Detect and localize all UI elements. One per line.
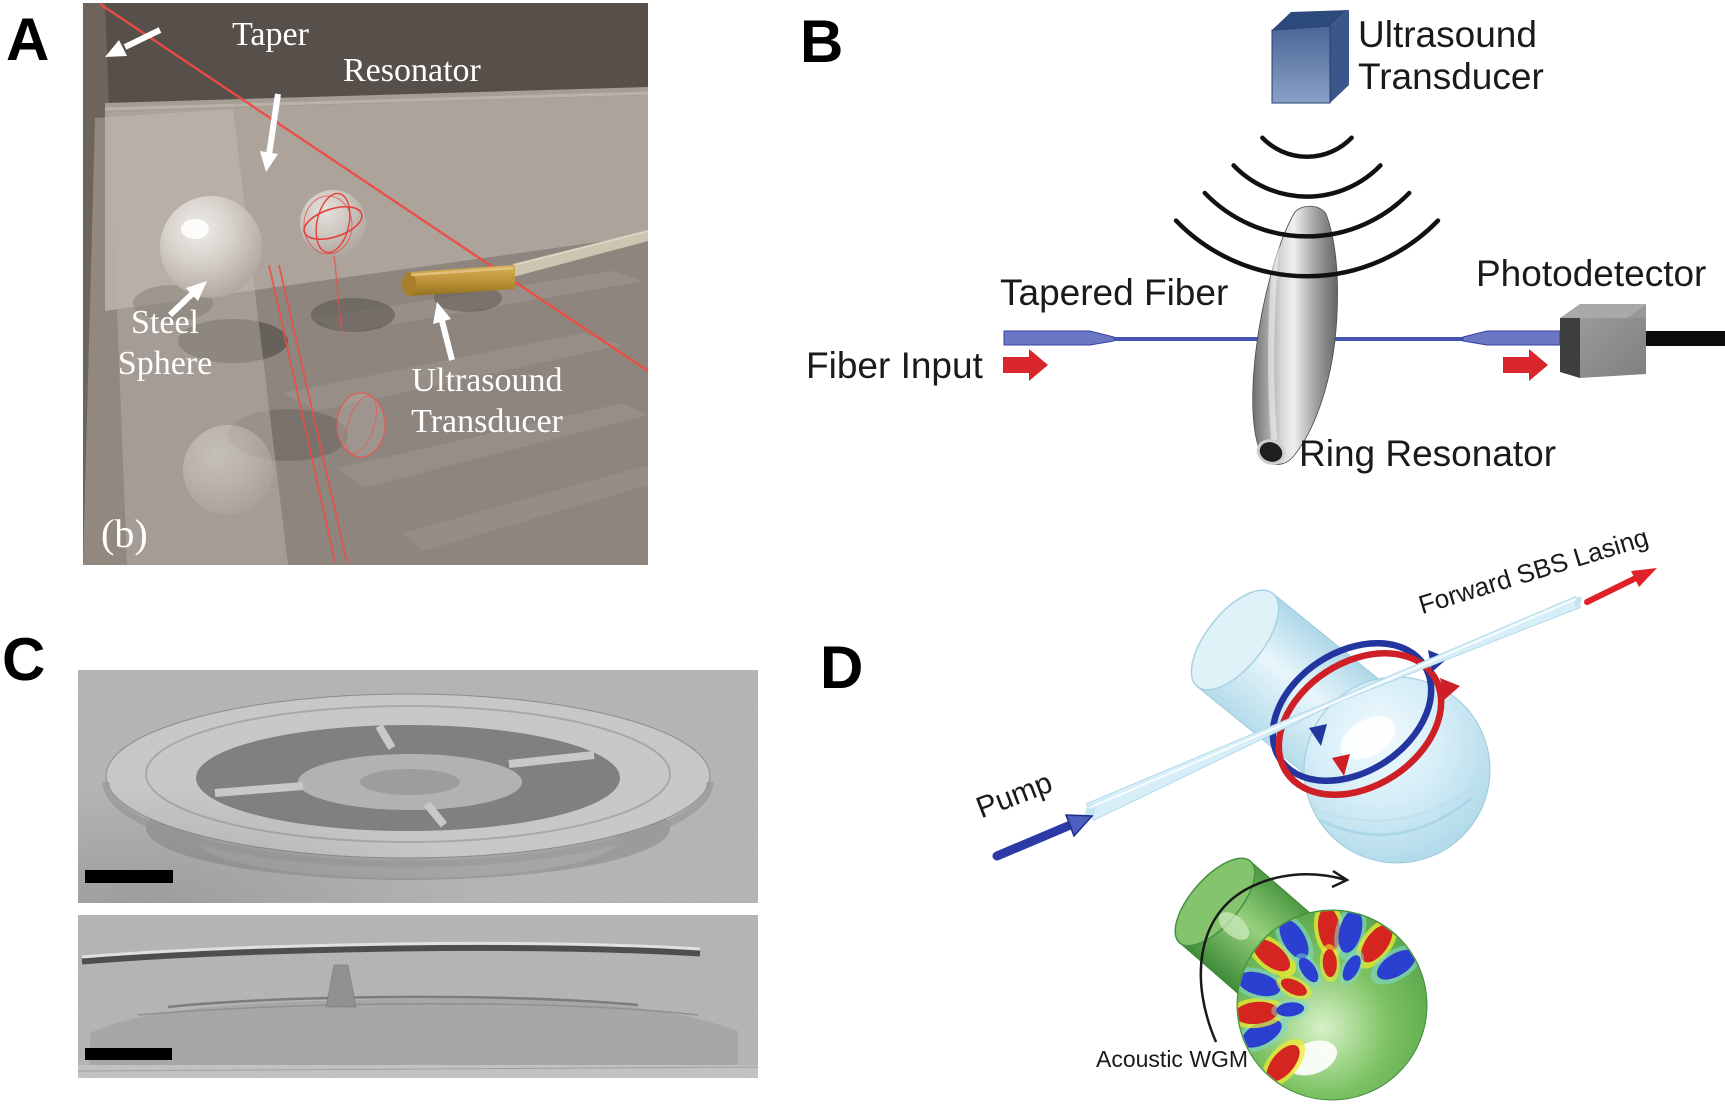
reflected-resonator (336, 392, 386, 458)
panel-b-letter: B (800, 8, 844, 75)
ultrasound-transducer-label-a: Ultrasound Transducer (411, 362, 563, 441)
panel-c-letter: C (2, 626, 46, 693)
fiber-input-arrow (1003, 349, 1048, 381)
scale-bar-bottom (85, 1048, 172, 1060)
panel-a-render (83, 3, 648, 565)
panel-a-letter: A (6, 6, 50, 73)
tapered-fiber-label: Tapered Fiber (1000, 272, 1229, 313)
rotation-arrow (1199, 869, 1350, 1043)
ultrasound-transducer-label-b: Ultrasound Transducer (1358, 14, 1544, 97)
taper-label: Taper (232, 16, 309, 53)
resonator-label: Resonator (343, 52, 481, 89)
reflected-steel-sphere (183, 425, 273, 515)
acoustic-mode-lobes (1238, 911, 1423, 1088)
photodetector-cable (1646, 331, 1725, 346)
steel-sphere-label: Steel Sphere (117, 304, 213, 383)
sbs-output-arrow (1584, 568, 1657, 605)
acoustic-wgm-label: Acoustic WGM (1096, 1046, 1249, 1072)
panel-b-schematic (1003, 10, 1725, 465)
ring-resonator-bottle (1252, 205, 1338, 465)
panel-c-sem-images (78, 670, 758, 1078)
ultrasound-waves-icon (1173, 135, 1441, 279)
blue-mode-arrowhead-2 (1309, 724, 1327, 746)
photodetector-label: Photodetector (1476, 253, 1707, 294)
red-mode-arrowhead-2 (1440, 678, 1460, 700)
panel-d-letter: D (820, 634, 864, 701)
subfigure-b-tag: (b) (101, 511, 148, 556)
ultrasound-transducer-rod (402, 230, 648, 296)
acoustic-resonator (1174, 857, 1428, 1101)
steel-sphere (160, 196, 262, 298)
photodetector-cube (1560, 304, 1725, 378)
laser-beam-lines (99, 3, 648, 563)
fiber-output-arrow (1503, 349, 1548, 381)
sem-top-view (78, 670, 758, 903)
optical-resonator (1190, 589, 1491, 864)
annotation-arrows (105, 27, 455, 361)
microsphere-resonator (300, 190, 366, 256)
panel-d-illustration (992, 568, 1657, 1101)
sem-side-view (78, 915, 758, 1078)
scale-bar-top (85, 870, 173, 883)
pump-arrow (992, 814, 1094, 861)
fiber-input-label: Fiber Input (806, 345, 983, 386)
ring-resonator-label: Ring Resonator (1299, 433, 1557, 474)
red-mode-arrowhead (1332, 754, 1350, 776)
ultrasound-transducer-cube (1271, 10, 1349, 104)
